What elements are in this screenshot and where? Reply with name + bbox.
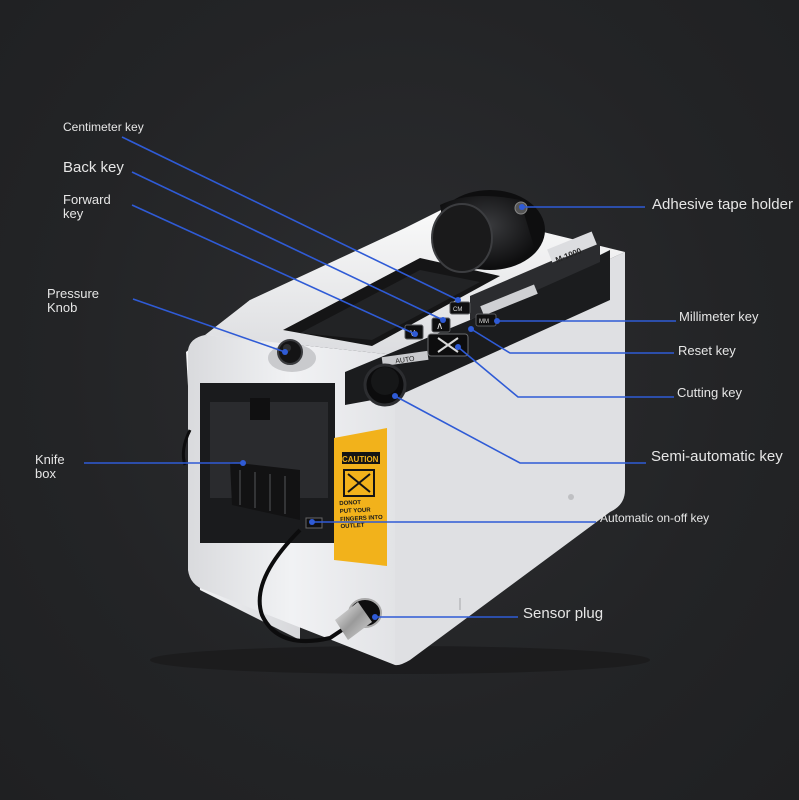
- leader-lines: [84, 136, 676, 618]
- sensor-cable: [257, 528, 347, 643]
- label-adhesive-tape-holder: Adhesive tape holder: [652, 196, 793, 213]
- length-window: [480, 284, 538, 316]
- label-automatic-on-off-key: Automatic on-off key: [600, 511, 710, 525]
- model-badge-box: [547, 231, 597, 263]
- label-back-key: Back key: [63, 159, 124, 176]
- pressure-knob-shape: [277, 339, 303, 365]
- auto-label: AUTO: [395, 356, 416, 366]
- knife-box-flap: [250, 398, 270, 420]
- label-sensor-plug: Sensor plug: [523, 605, 604, 622]
- leader-endpoints: [240, 204, 525, 620]
- cm-key-text: CM: [453, 307, 462, 313]
- mm-key-text: MM: [479, 319, 489, 325]
- scissors-glyph: [437, 337, 459, 353]
- leader-back-key: [131, 171, 444, 321]
- leader-reset-key: [470, 328, 674, 354]
- tape-roll-core: [431, 203, 493, 273]
- caution-text: DONOT PUT YOUR FINGERS INTO OUTLET: [339, 500, 383, 531]
- leader-semi-automatic-key: [394, 395, 646, 464]
- caution-title: CAUTION: [342, 455, 379, 464]
- label-knife-box: Knife box: [35, 452, 65, 482]
- label-pressure-knob: Pressure Knob: [47, 286, 100, 316]
- leader-centimeter-key: [121, 136, 459, 301]
- leader-forward-key: [131, 204, 416, 335]
- label-centimeter-key: Centimeter key: [63, 120, 144, 134]
- knife-box-cutter: [230, 462, 300, 520]
- control-panel: [345, 250, 610, 405]
- label-forward-key: Forward key: [63, 192, 111, 222]
- label-cutting-key: Cutting key: [677, 385, 743, 400]
- label-semi-automatic-key: Semi-automatic key: [651, 448, 783, 465]
- back-key-glyph: ∧: [436, 321, 443, 332]
- knife-box-ribs: [239, 470, 286, 514]
- sensor-plug-body: [335, 602, 372, 640]
- label-reset-key: Reset key: [678, 343, 736, 358]
- leader-pressure-knob: [132, 298, 286, 353]
- cavity-inner: [300, 270, 480, 340]
- auto-strip: [381, 350, 429, 367]
- leader-cutting-key: [457, 346, 674, 398]
- label-millimeter-key: Millimeter key: [679, 309, 759, 324]
